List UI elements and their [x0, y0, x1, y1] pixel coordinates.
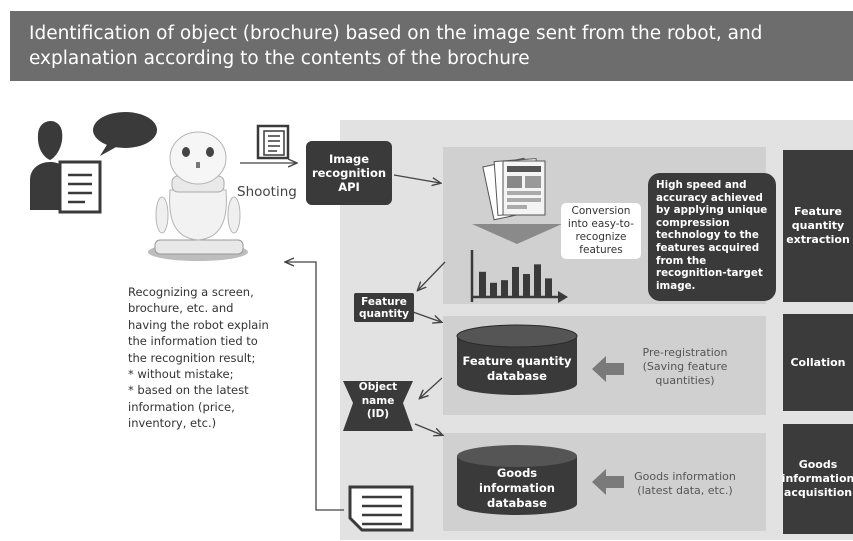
speech-bubble-icon	[93, 112, 157, 156]
brochure-icon	[482, 157, 546, 221]
arrow-to-goods	[414, 423, 442, 435]
chart-icon-bar	[490, 282, 497, 296]
chart-icon-bar	[545, 278, 552, 296]
banner-title: Identification of object (brochure) base…	[29, 23, 763, 69]
chart-icon-bar	[512, 266, 519, 296]
document-icon	[256, 124, 290, 160]
side-label-collation: Collation	[783, 314, 853, 411]
goods-info-arrow	[592, 469, 624, 495]
robot-icon	[148, 131, 248, 261]
pre-registration-arrow	[592, 356, 624, 382]
chart-icon-bar	[523, 274, 530, 296]
chart-icon-bar	[501, 280, 508, 296]
feature-db-cylinder	[456, 324, 578, 395]
person-icon	[30, 121, 102, 214]
title-banner: Identification of object (brochure) base…	[10, 11, 853, 81]
conversion-arrow	[472, 224, 562, 244]
object-name-tag-shape	[343, 381, 413, 431]
arrow-to-collation	[412, 311, 441, 322]
arrow-to-object-name	[420, 377, 443, 398]
arrow-to-feature-quantity	[418, 261, 446, 290]
speed-accuracy-callout: High speed and accuracy achieved by appl…	[648, 173, 776, 301]
robot-description: Recognizing a screen, brochure, etc. and…	[128, 285, 269, 431]
shooting-label: Shooting	[237, 184, 297, 200]
goods-information-label: Goods information(latest data, etc.)	[634, 470, 736, 497]
goods-db-cylinder	[457, 445, 577, 515]
chart-icon-bar	[479, 271, 486, 296]
chart-icon-bar	[534, 264, 541, 296]
return-arrow	[286, 262, 344, 511]
arrow-api-to-extraction	[393, 174, 440, 183]
output-document-icon	[348, 485, 414, 532]
feature-chart-icon	[470, 250, 568, 303]
